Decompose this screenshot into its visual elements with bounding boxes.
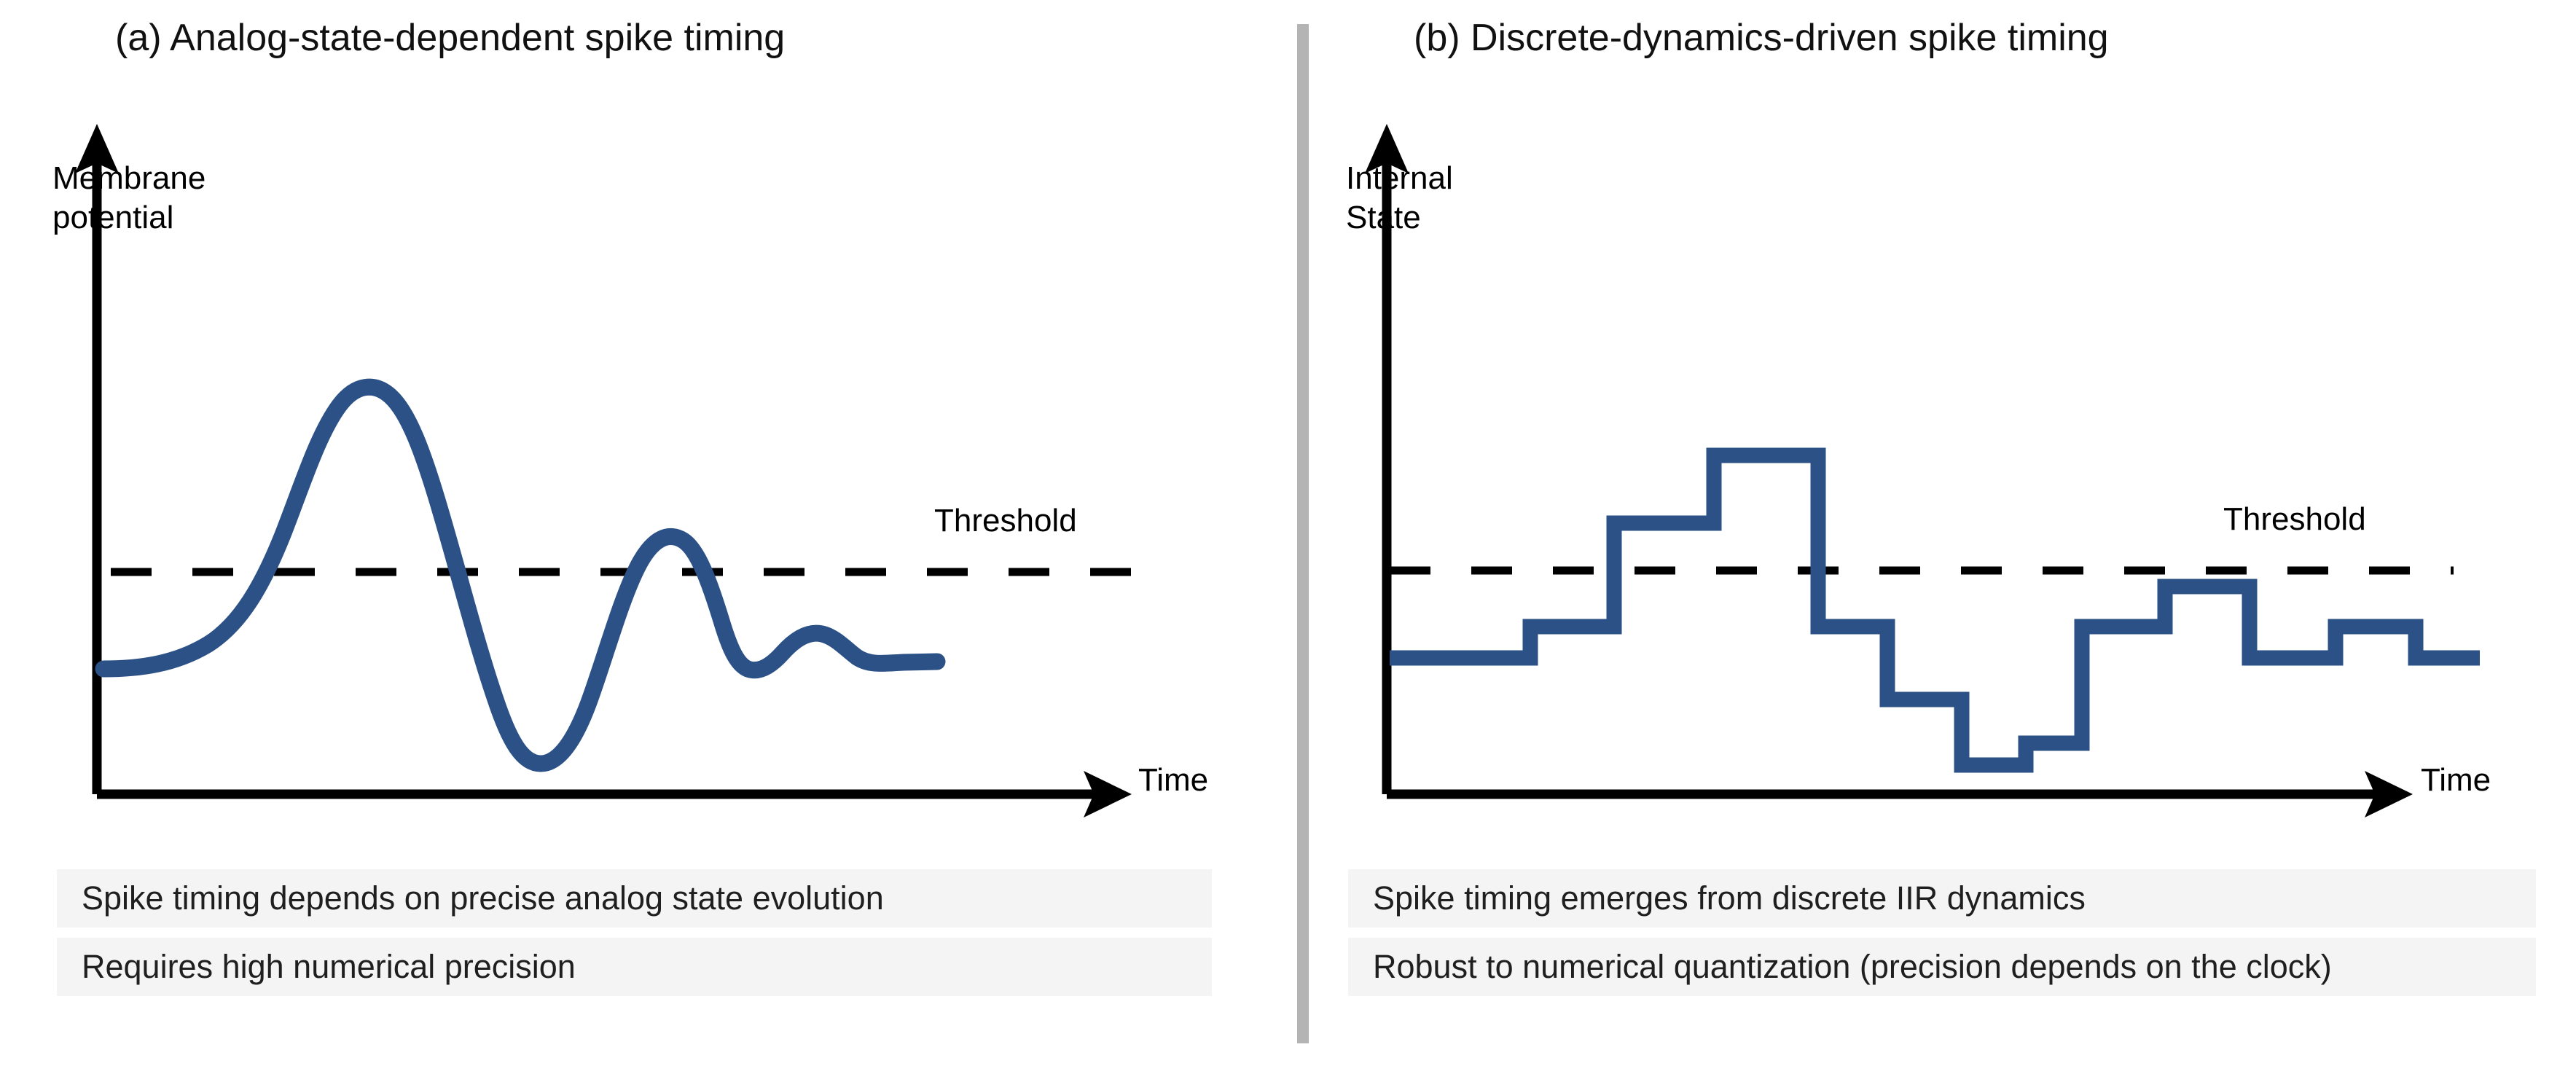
panel-a-plot — [75, 124, 1166, 818]
panel-divider — [1297, 24, 1309, 1043]
panel-analog: (a) Analog-state-dependent spike timing … — [52, 17, 1212, 996]
panel-a-caption-1: Spike timing depends on precise analog s… — [57, 869, 1212, 928]
panel-b-threshold-label: Threshold — [2223, 501, 2366, 537]
panel-a-time-axis-label: Time — [1138, 762, 1209, 798]
y-axis-label-line2: potential — [52, 200, 174, 235]
panel-b-caption-1: Spike timing emerges from discrete IIR d… — [1348, 869, 2536, 928]
panel-a-title: (a) Analog-state-dependent spike timing — [115, 17, 786, 59]
panel-a-y-axis-arrowhead — [75, 124, 119, 173]
panel-b-caption-2: Robust to numerical quantization (precis… — [1348, 938, 2536, 996]
panel-discrete: (b) Discrete-dynamics-driven spike timin… — [1308, 0, 2576, 1082]
panel-b-title: (b) Discrete-dynamics-driven spike timin… — [1414, 17, 2109, 59]
y-axis-label-line1: Membrane — [52, 160, 206, 196]
panel-a-membrane-potential-curve — [95, 378, 946, 772]
panel-a-threshold-label: Threshold — [934, 503, 1077, 538]
panel-a-x-axis-arrowhead — [1084, 771, 1132, 818]
panel-b-time-axis-label: Time — [2421, 762, 2491, 798]
panel-b-plot — [1365, 124, 2480, 818]
panel-a-caption-2: Requires high numerical precision — [57, 938, 1212, 996]
panel-b-internal-state-staircase — [1390, 447, 2480, 773]
panel-a-y-axis-label: Membrane potential — [52, 159, 205, 238]
panel-b-x-axis-arrowhead — [2365, 771, 2413, 818]
panel-b-y-axis-arrowhead — [1365, 124, 1409, 173]
